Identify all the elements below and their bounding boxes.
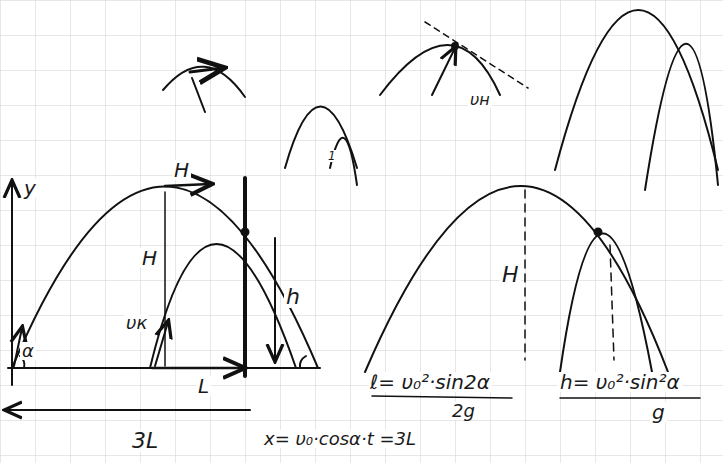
axis-label: y (22, 178, 38, 198)
dimension-label: 3L (130, 430, 160, 452)
formula-text: h= υ₀²·sin²α (558, 372, 682, 392)
angle-label: α (20, 342, 36, 360)
dimension-label: L (196, 376, 211, 396)
formula-text: ℓ= υ₀²·sin2α (368, 372, 492, 392)
dimension-label: H (500, 264, 521, 286)
vector-label: υк (124, 314, 149, 332)
callout-number: 1 (326, 150, 338, 162)
axis-label: H (172, 160, 191, 180)
vector-label: υн (468, 92, 492, 108)
formula-text: x= υ₀·cosα·t =3L (262, 430, 418, 448)
dimension-label: H (140, 248, 159, 268)
formula-text: 2g (450, 402, 477, 420)
dimension-label: h (284, 286, 302, 308)
formula-text: g (650, 402, 667, 422)
